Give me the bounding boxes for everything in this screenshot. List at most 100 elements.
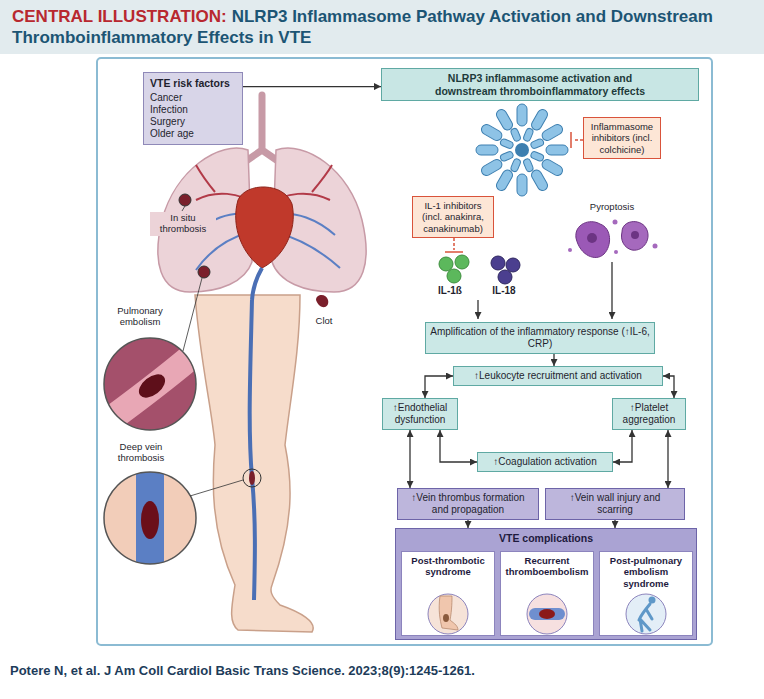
pathway-header: NLRP3 inflammasome activation and downst… [381,68,699,101]
cytokine-label: IL-1ß [430,285,470,297]
deep-vein-thrombosis-inset [141,501,159,539]
complication-icon [428,594,468,634]
process-box: ↑Platelet aggregation [612,398,686,430]
node-text: Recurrent thromboembolism [504,555,590,578]
inflammasome-complex [530,168,550,192]
pyroptotic-cells [621,222,648,251]
pyroptotic-cells [568,248,572,252]
inflammasome-complex [523,158,534,173]
node-text: VTE complications [396,532,696,545]
deep-vein-thrombosis-inset [104,472,196,564]
complications-panel-fill [395,528,697,640]
annotation-label: Pulmonary embolism [104,306,176,328]
complication-box: Post-thrombotic syndrome [401,551,495,636]
inflammasome-complex [495,108,515,132]
annotation-label: Pyroptosis [580,202,644,213]
process-box: ↑Coagulation activation [477,452,613,472]
leg-illustration [316,295,328,307]
node-text: ↑Endothelial dysfunction [387,402,453,426]
node-text: Infection [150,104,236,116]
pyroptotic-cells [613,220,618,225]
cytokine-label: IL-18 [484,285,524,297]
flow-arrow [611,262,612,319]
complications-panel-fill [599,551,693,636]
node-text: Cancer [150,92,236,104]
complications-panel-fill [395,528,697,640]
outcome-box: ↑Vein wall injury and scarring [545,488,685,520]
connector-arrow [663,376,674,398]
annotation-label: Clot [307,316,341,327]
panel-outline [97,58,712,645]
risk-factor-box: VTE risk factorsCancerInfectionSurgeryOl… [143,72,243,145]
cytokine-dots [439,257,453,271]
complication-icon [428,594,666,634]
inflammasome-complex [540,158,564,178]
connector-arrow [553,354,554,366]
outcome-box: ↑Vein thrombus formation and propagation [397,488,539,520]
connector-arrow [440,430,477,462]
pulmonary-embolism-inset [104,338,196,430]
complication-icon [439,596,458,630]
pulmonary-embolism-inset [100,336,200,436]
inflammasome-complex [476,145,498,155]
complication-icon [539,609,555,619]
process-box: Amplification of the inflammatory respon… [425,322,655,354]
leg-illustration [195,295,313,632]
connector-arrow [409,430,410,488]
lungs-illustration [196,165,215,192]
lungs-illustration [182,206,185,211]
pulmonary-embolism-inset [183,278,202,351]
connector-arrow [425,376,453,398]
node-text: ↑Platelet aggregation [617,402,681,426]
lungs-illustration [179,194,191,206]
inflammasome-complex [495,168,515,192]
leg-illustration [250,300,255,600]
lungs-illustration [198,266,210,278]
pyroptotic-cells [614,250,618,254]
annotation-label: Deep vein thrombosis [100,442,182,464]
leg-illustration [195,268,328,632]
process-box: ↑Endothelial dysfunction [382,398,458,430]
pyroptotic-cells [568,220,658,258]
node-text: ↑Vein wall injury and scarring [552,492,678,516]
citation-caption: Potere N, et al. J Am Coll Cardiol Basic… [10,663,475,678]
inhibition-line [453,238,455,250]
inhibition-line [445,251,463,253]
inflammasome-complex [510,127,521,142]
complication-icon [649,597,656,604]
pyroptotic-cells [587,233,597,243]
complication-icon [626,594,666,634]
inflammasome-complex [515,143,529,157]
cytokine-dots [506,258,520,272]
leg-illustration [243,469,261,487]
lungs-illustration [236,187,294,268]
inflammasome-complex [546,145,568,155]
node-text: Amplification of the inflammatory respon… [430,326,650,350]
connector-arrow [243,86,381,87]
deep-vein-thrombosis-inset [100,468,243,572]
complication-box: Post-pulmonary embolism syndrome [599,551,693,636]
node-text: NLRP3 inflammasome activation and downst… [418,72,662,97]
connector-arrow [467,520,468,528]
inflammasome-complex [540,123,564,143]
inhibitor-box: IL-1 inhibitors (incl. anakinra, canakin… [412,196,494,238]
flow-arrow [477,300,478,319]
inflammasome-complex [480,123,504,143]
inhibition-line [573,139,583,141]
inhibitor-box: Inflammasome inhibitors (incl. colchicin… [583,117,661,159]
pulmonary-embolism-inset [96,336,206,436]
inflammasome-complex [510,158,521,173]
pyroptotic-cells [576,222,610,258]
flow-arrow [478,262,612,319]
process-box: ↑Leukocyte recruitment and activation [453,366,663,386]
node-text: VTE risk factors [150,77,236,90]
complications-panel: VTE complicationsPost-thrombotic syndrom… [395,528,697,640]
inflammasome-complex [499,151,514,162]
pulmonary-embolism-inset [96,278,206,436]
deep-vein-thrombosis-inset [190,480,243,496]
header-band: CENTRAL ILLUSTRATION:NLRP3 Inflammasome … [0,0,764,54]
figure-label: CENTRAL ILLUSTRATION: [12,7,227,26]
complication-icon [529,608,565,620]
inflammasome-complex [523,127,534,142]
